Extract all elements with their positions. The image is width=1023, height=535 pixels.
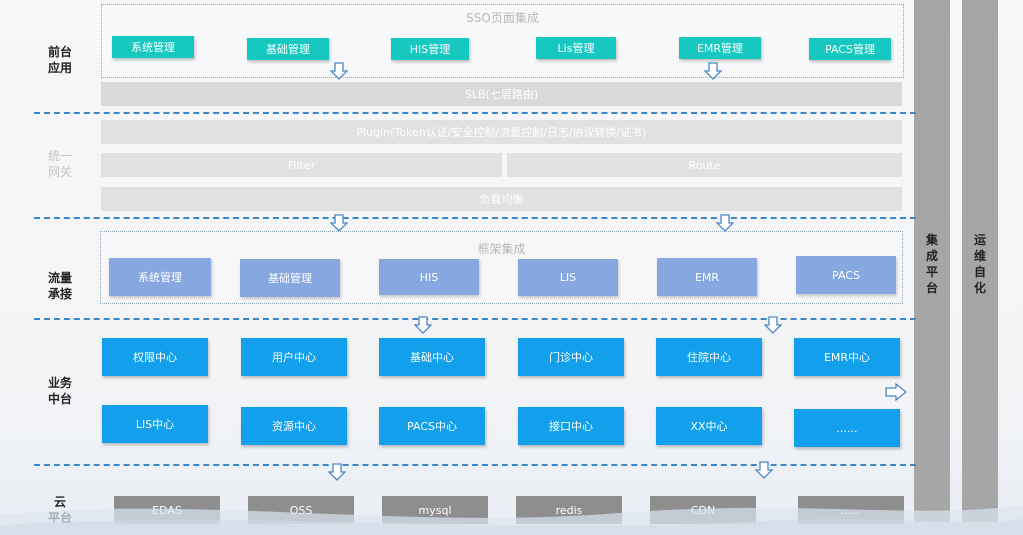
ops-automation-column: 运 维 自 化 (962, 0, 998, 522)
business-item: ...... (794, 409, 900, 447)
business-row-label: 业务 中台 (47, 376, 72, 406)
sso-box-title: SSO页面集成 (466, 11, 539, 25)
business-item: 住院中心 (656, 338, 762, 376)
traffic-item: HIS (379, 259, 479, 295)
frontend-item: EMR管理 (679, 37, 761, 59)
business-item: 用户中心 (241, 338, 347, 376)
right-arrow-icon (885, 383, 907, 401)
traffic-row-label: 流量 承接 (47, 271, 72, 301)
separator-line (34, 318, 916, 320)
separator-line (34, 464, 916, 466)
plugin-bar: Plugin(Token认证/安全控制/流量控制/日志/协议转换/证书) (101, 120, 902, 144)
frontend-item: 基础管理 (247, 38, 329, 60)
down-arrow-icon (328, 463, 346, 481)
business-item: LIS中心 (102, 405, 208, 443)
framework-box-title: 框架集成 (477, 242, 526, 256)
traffic-item: PACS (796, 256, 896, 294)
business-item: PACS中心 (379, 407, 485, 445)
frontend-item: 系统管理 (112, 36, 194, 58)
slb-bar: SLB(七层路由) (101, 82, 902, 106)
down-arrow-icon (330, 62, 348, 80)
business-item: 接口中心 (518, 407, 624, 445)
ops-automation-label: 运 维 自 化 (973, 233, 986, 295)
business-item: 权限中心 (102, 338, 208, 376)
down-arrow-icon (704, 62, 722, 80)
down-arrow-icon (414, 316, 432, 334)
down-arrow-icon (764, 316, 782, 334)
route-bar: Route (507, 153, 902, 177)
business-item: EMR中心 (794, 338, 900, 376)
integration-platform-column: 集 成 平 台 (914, 0, 950, 522)
sso-integration-box: SSO页面集成 (101, 4, 904, 78)
framework-integration-box: 框架集成 (100, 231, 903, 304)
traffic-item: EMR (657, 258, 757, 296)
separator-line (34, 217, 916, 219)
frontend-item: HIS管理 (391, 38, 469, 60)
traffic-item: LIS (518, 259, 618, 296)
business-item: XX中心 (656, 407, 762, 445)
down-arrow-icon (755, 461, 773, 479)
traffic-item: 基础管理 (240, 259, 340, 297)
business-item: 基础中心 (379, 338, 485, 376)
down-arrow-icon (716, 214, 734, 232)
business-item: 资源中心 (241, 407, 347, 445)
business-item: 门诊中心 (518, 338, 624, 376)
integration-platform-label: 集 成 平 台 (925, 233, 938, 295)
filter-bar: Filter (101, 153, 502, 177)
down-arrow-icon (330, 214, 348, 232)
frontend-item: Lis管理 (536, 37, 616, 59)
separator-line (34, 112, 916, 114)
gateway-row-label: 统一 网关 (47, 149, 72, 179)
decorative-wave (0, 505, 1023, 535)
frontend-row-label: 前台 应用 (47, 45, 72, 75)
frontend-item: PACS管理 (809, 38, 891, 60)
traffic-item: 系统管理 (109, 258, 211, 296)
load-balance-bar: 负载均衡 (101, 187, 902, 211)
